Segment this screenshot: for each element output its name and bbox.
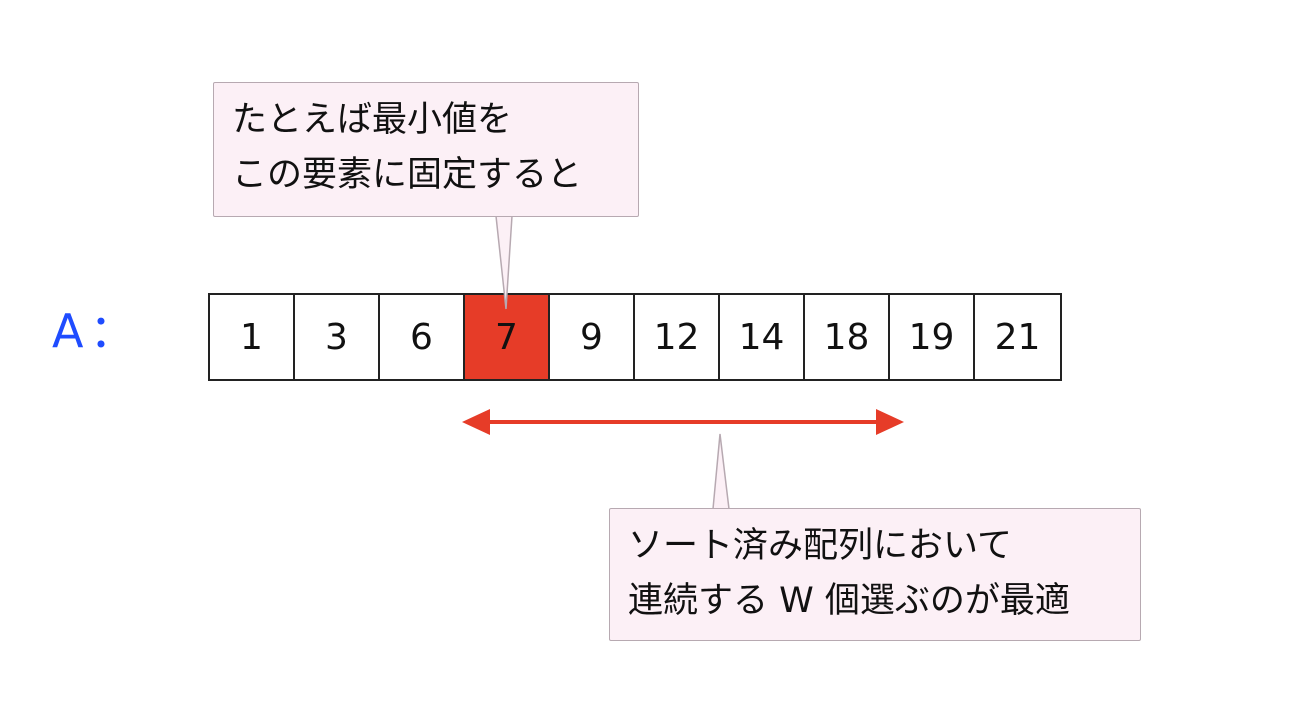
array-cell: 14 <box>720 295 805 379</box>
array-cell: 9 <box>550 295 635 379</box>
callout-top-line-2: この要素に固定すると <box>232 154 583 195</box>
array-cell: 3 <box>295 295 380 379</box>
range-double-arrow <box>462 409 904 435</box>
array-cell: 21 <box>975 295 1060 379</box>
array-cell: 1 <box>210 295 295 379</box>
bottom-callout-pointer <box>712 433 730 510</box>
array-cell: 12 <box>635 295 720 379</box>
array-cell: 18 <box>805 295 890 379</box>
callout-bottom: ソート済み配列において 連続する W 個選ぶのが最適 <box>609 508 1141 641</box>
callout-top: たとえば最小値を この要素に固定すると <box>213 82 639 217</box>
array-label: A： <box>52 304 142 358</box>
callout-top-line-1: たとえば最小値を <box>232 100 513 140</box>
array-cell-highlighted: 7 <box>465 295 550 379</box>
array-cell: 19 <box>890 295 975 379</box>
array-cell: 6 <box>380 295 465 379</box>
callout-bottom-line-1: ソート済み配列において <box>628 526 1012 566</box>
callout-bottom-line-2: 連続する W 個選ぶのが最適 <box>628 580 1070 621</box>
range-arrow-left-head <box>462 409 490 435</box>
range-arrow-right-head <box>876 409 904 435</box>
